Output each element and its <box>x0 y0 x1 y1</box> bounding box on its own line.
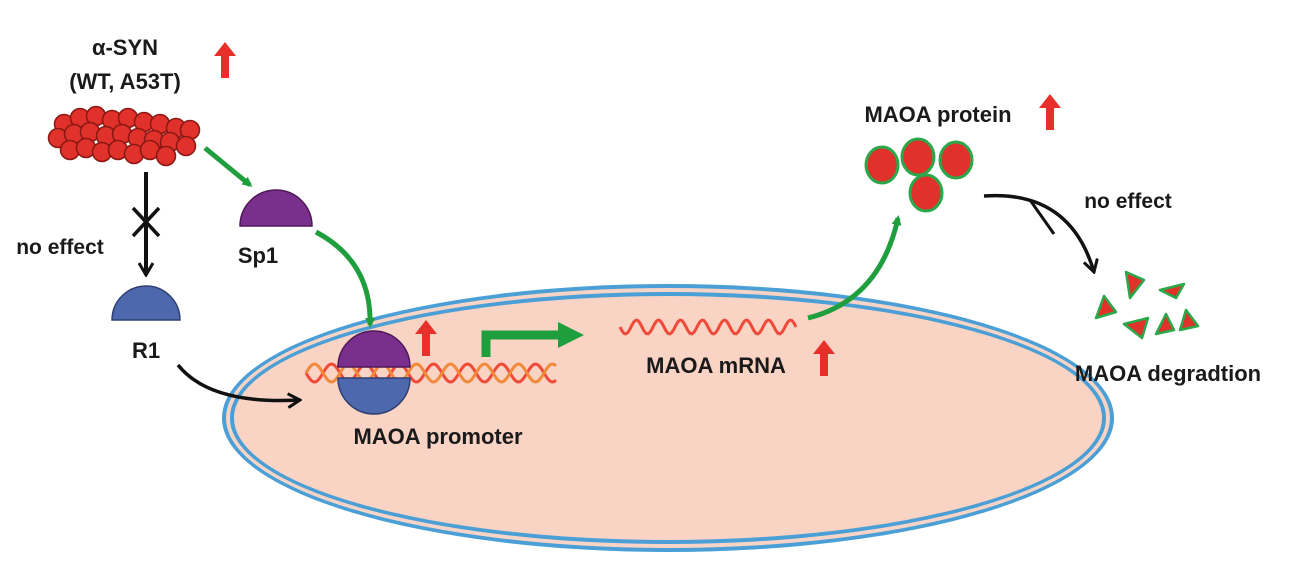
sp1-bound-protein <box>337 330 411 368</box>
mrna-label: MAOA mRNA <box>646 353 786 378</box>
r1-bound-protein <box>337 377 411 415</box>
no-effect-right-label: no effect <box>1084 190 1172 213</box>
sp1-label: Sp1 <box>238 243 278 268</box>
sp1-protein <box>239 189 313 227</box>
asyn-to-r1-blocked-arrow <box>131 172 161 275</box>
asyn-label-line2: (WT, A53T) <box>69 69 181 94</box>
transcription-arrowhead-icon <box>558 322 584 348</box>
sp1-to-promoter-arrow <box>314 229 376 328</box>
no-effect-left-label: no effect <box>16 236 104 259</box>
mrna-to-protein-arrow <box>807 215 902 321</box>
promoter-label: MAOA promoter <box>353 424 523 449</box>
r1-label: R1 <box>132 338 160 363</box>
r1-protein <box>111 285 181 321</box>
asyn-to-sp1-arrow <box>203 146 253 187</box>
transcription-start-arrow <box>481 330 560 357</box>
maoa-protein-cluster <box>864 137 974 213</box>
nucleus <box>222 284 1114 552</box>
protein-label: MAOA protein <box>864 102 1011 127</box>
block-cross-right-icon <box>1028 199 1056 235</box>
degradation-label: MAOA degradtion <box>1075 361 1261 386</box>
asyn-particle <box>175 135 197 157</box>
alpha-syn-aggregate <box>47 105 201 167</box>
asyn-particle <box>155 145 177 167</box>
asyn-up-arrow-icon <box>214 42 236 78</box>
protein-up-arrow-icon <box>1039 94 1061 130</box>
protein-to-degradation-blocked-arrow <box>983 193 1094 272</box>
asyn-label-line1: α-SYN <box>92 35 158 60</box>
mrna-strand <box>618 318 798 336</box>
degradation-fragments <box>1094 270 1200 340</box>
r1-to-promoter-arrow <box>176 363 300 401</box>
